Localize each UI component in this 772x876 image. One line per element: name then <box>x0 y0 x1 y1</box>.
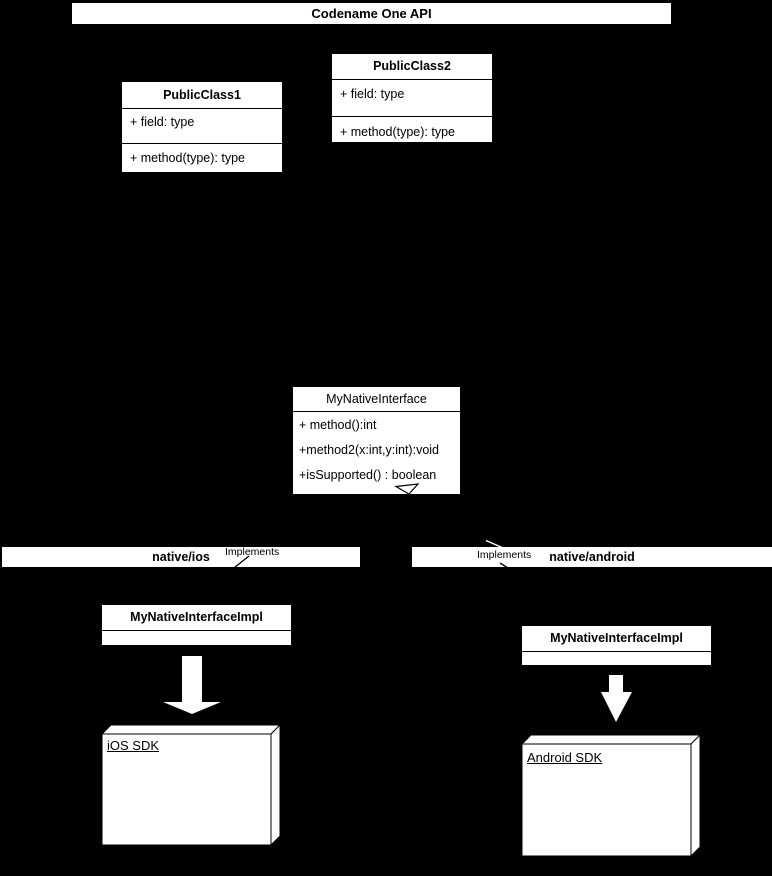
impl-box-ios: MyNativeInterfaceImpl <box>102 605 291 645</box>
class-title: PublicClass2 <box>332 54 492 80</box>
section-label-native-ios: native/ios <box>152 550 210 564</box>
class-method: + method(type): type <box>130 151 245 165</box>
section-label-native-android: native/android <box>549 550 635 564</box>
sdk-node-android-side-face <box>690 733 701 858</box>
implements-label-android: Implements <box>477 549 532 561</box>
implements-label-ios: Implements <box>225 546 280 558</box>
api-header-bar: Codename One API <box>72 3 671 24</box>
interface-method: + method():int <box>299 418 377 432</box>
interface-method: +isSupported() : boolean <box>299 468 437 482</box>
sdk-node-ios-side-face <box>270 723 281 847</box>
api-header-title: Codename One API <box>311 6 432 21</box>
sdk-label-android: Android SDK <box>527 750 603 765</box>
class-method: + method(type): type <box>340 125 455 139</box>
sdk-node-android-top-face <box>520 734 702 745</box>
down-arrow-icon-android <box>601 675 632 722</box>
class-title: PublicClass1 <box>122 82 282 109</box>
class-box-publicclass1: PublicClass1 + field: type + method(type… <box>122 82 282 172</box>
class-field: + field: type <box>332 80 492 117</box>
impl-box-android: MyNativeInterfaceImpl <box>522 626 711 665</box>
impl-title-android: MyNativeInterfaceImpl <box>522 626 711 652</box>
interface-box-mynativeinterface: MyNativeInterface + method():int +method… <box>292 386 461 495</box>
section-bar-native-ios: native/ios Implements <box>2 546 360 567</box>
impl-title-ios: MyNativeInterfaceImpl <box>102 605 291 631</box>
sdk-node-ios-top-face <box>100 724 282 735</box>
down-arrow-icon-ios <box>163 656 221 714</box>
sdk-label-ios: iOS SDK <box>107 738 160 753</box>
class-field: + field: type <box>122 109 282 144</box>
section-bar-native-android: native/android Implements <box>412 547 772 567</box>
interface-method: +method2(x:int,y:int):void <box>299 443 439 457</box>
class-box-publicclass2: PublicClass2 + field: type + method(type… <box>332 54 492 142</box>
interface-title: MyNativeInterface <box>293 387 460 412</box>
